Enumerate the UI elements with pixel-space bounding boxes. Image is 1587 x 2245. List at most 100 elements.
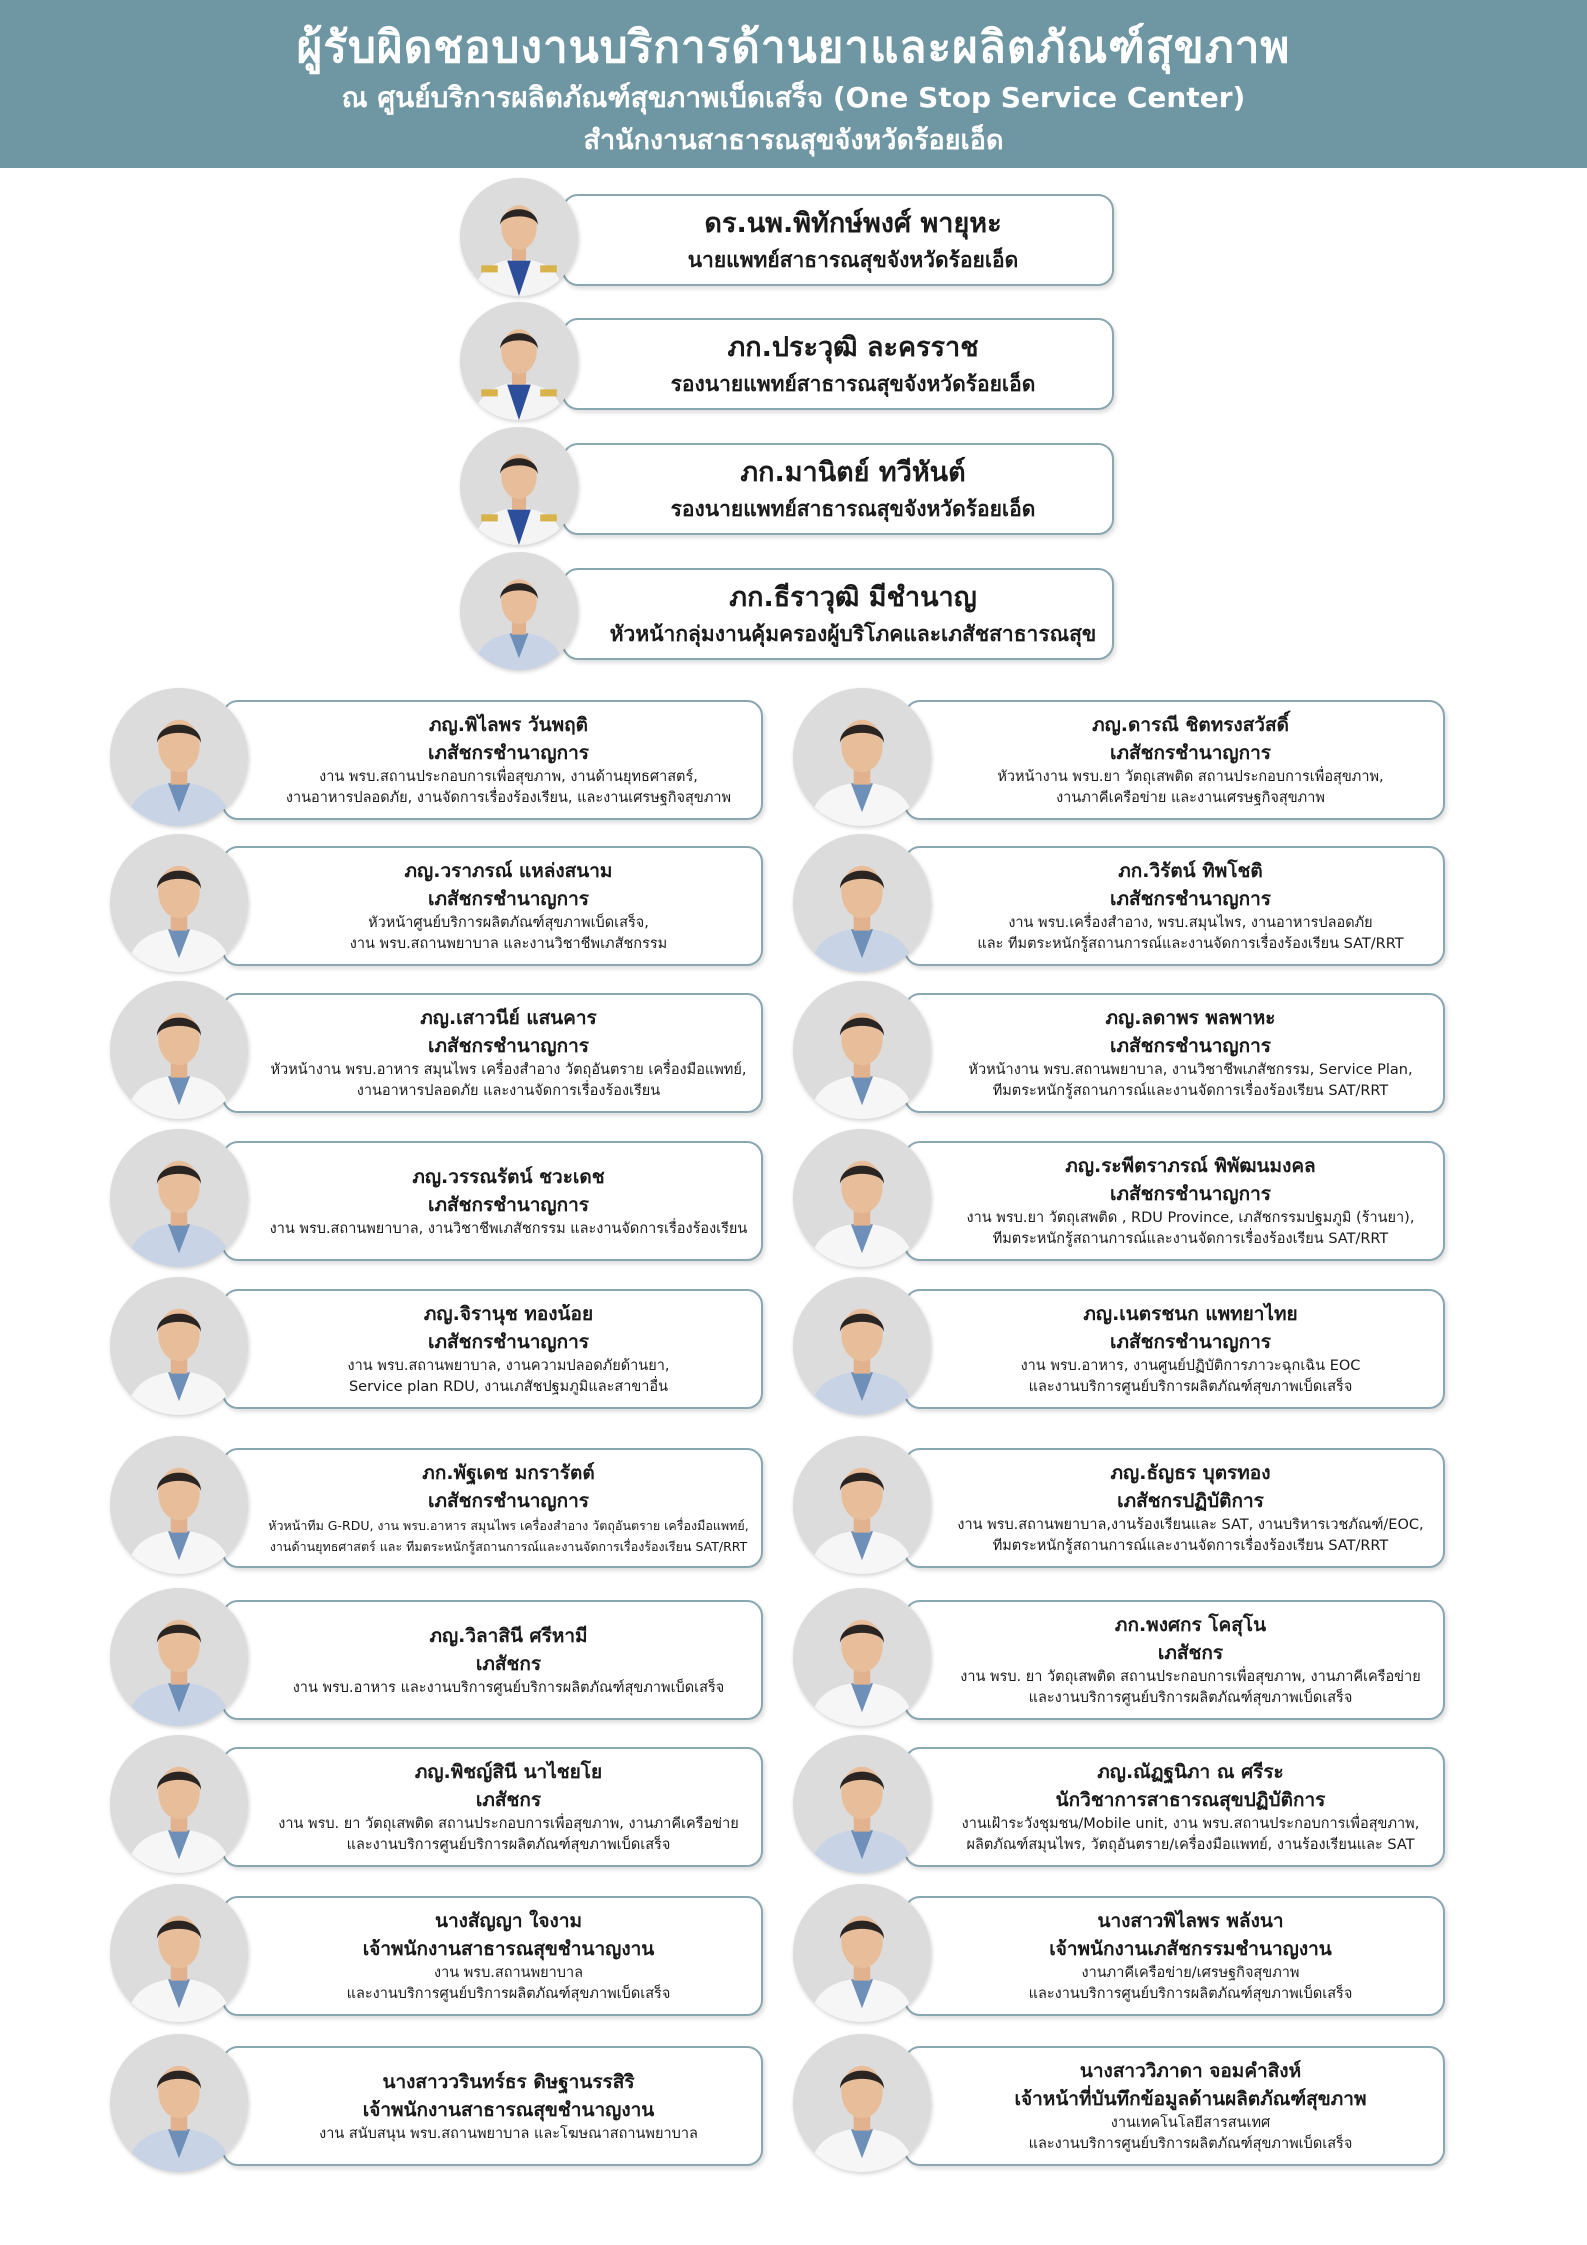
- person-position: เจ้าพนักงานเภสัชกรรมชำนาญงาน: [1049, 1938, 1332, 1960]
- person-duty-line: งาน พรบ.สถานพยาบาล: [433, 1965, 583, 1981]
- person-card: ภญ.ดารณี ชิตทรงสวัสดิ์เภสัชกรชำนาญการหัว…: [904, 700, 1445, 820]
- person-position: เภสัชกรชำนาญการ: [427, 1490, 589, 1512]
- person-name: ภญ.ธัญธร บุตรทอง: [1110, 1462, 1271, 1484]
- person-duty-line: Service plan RDU, งานเภสัชปฐมภูมิและสาขา…: [348, 1379, 669, 1395]
- person-duty-line: งาน พรบ. ยา วัตถุเสพติด สถานประกอบการเพื…: [278, 1816, 739, 1832]
- person-name: นางสาววรินทร์ธร ดิษฐานรรสิริ: [382, 2070, 635, 2093]
- person-name: ภญ.ระพีตราภรณ์ พิพัฒนมงคล: [1065, 1155, 1316, 1177]
- person-position: เภสัชกรชำนาญการ: [427, 742, 589, 764]
- person-duty-line: งาน พรบ.สถานประกอบการเพื่อสุขภาพ, งานด้า…: [319, 769, 698, 785]
- person-duty-line: หัวหน้างาน พรบ.อาหาร สมุนไพร เครื่องสำอา…: [270, 1062, 747, 1078]
- person-duty-line: หัวหน้าศูนย์บริการผลิตภัณฑ์สุขภาพเบ็ดเสร…: [368, 915, 649, 931]
- person-name: นางสาววิภาดา จอมคำสิงห์: [1079, 2060, 1302, 2082]
- person-card: ภก.ธีราวุฒิ มีชำนาญหัวหน้ากลุ่มงานคุ้มคร…: [562, 568, 1114, 660]
- person-position: นักวิชาการสาธารณสุขปฏิบัติการ: [1055, 1789, 1326, 1811]
- page-header: ผู้รับผิดชอบงานบริการด้านยาและผลิตภัณฑ์ส…: [0, 0, 1587, 168]
- person-position: เจ้าหน้าที่บันทึกข้อมูลด้านผลิตภัณฑ์สุขภ…: [1014, 2088, 1367, 2110]
- person-card: นางสาววรินทร์ธร ดิษฐานรรสิริเจ้าพนักงานส…: [222, 2046, 763, 2166]
- portrait-photo: [110, 688, 248, 826]
- person-position: เภสัชกร: [1157, 1642, 1224, 1664]
- portrait-photo: [793, 981, 931, 1119]
- person-position: เภสัชกร: [475, 1789, 542, 1811]
- portrait-photo: [793, 688, 931, 826]
- portrait-photo: [110, 834, 248, 972]
- portrait-photo: [110, 1129, 248, 1267]
- person-duty-line: และ ทีมตระหนักรู้สถานการณ์และงานจัดการเร…: [977, 936, 1404, 952]
- person-duty-line: งาน พรบ.เครื่องสำอาง, พรบ.สมุนไพร, งานอา…: [1008, 915, 1373, 931]
- person-duty-line: ทีมตระหนักรู้สถานการณ์และงานจัดการเรื่อง…: [992, 1083, 1389, 1099]
- person-duty-line: ผลิตภัณฑ์สมุนไพร, วัตถุอันตราย/เครื่องมื…: [966, 1837, 1415, 1853]
- person-duty-line: หัวหน้างาน พรบ.ยา วัตถุเสพติด สถานประกอบ…: [997, 769, 1384, 785]
- person-name: ภญ.เนตรชนก แพทยาไทย: [1083, 1303, 1298, 1325]
- person-card: ภญ.วราภรณ์ แหล่งสนามเภสัชกรชำนาญการหัวหน…: [222, 846, 763, 966]
- person-card: ภญ.วรรณรัตน์ ชวะเดชเภสัชกรชำนาญการงาน พร…: [222, 1141, 763, 1261]
- person-duty-line: งานด้านยุทธศาสตร์ และ ทีมตระหนักรู้สถานก…: [269, 1539, 748, 1554]
- person-duty-line: งานภาคีเครือข่าย และงานเศรษฐกิจสุขภาพ: [1056, 790, 1325, 806]
- portrait-photo: [110, 1884, 248, 2022]
- person-name: ดร.นพ.พิทักษ์พงศ์ พายุหะ: [704, 208, 1002, 239]
- organization-name: สำนักงานสาธารณสุขจังหวัดร้อยเอ็ด: [583, 125, 1004, 156]
- person-card: ภญ.พิชญ์สินี นาไชยโยเภสัชกรงาน พรบ. ยา ว…: [222, 1747, 763, 1867]
- person-name: ภญ.วรรณรัตน์ ชวะเดช: [412, 1165, 605, 1188]
- person-position: เภสัชกรปฏิบัติการ: [1117, 1490, 1264, 1512]
- person-name: ภญ.วราภรณ์ แหล่งสนาม: [404, 860, 613, 882]
- portrait-photo: [110, 2034, 248, 2172]
- person-duty-line: หัวหน้าทีม G-RDU, งาน พรบ.อาหาร สมุนไพร …: [268, 1518, 749, 1533]
- portrait-photo: [460, 427, 578, 545]
- person-name: ภก.มานิตย์ ทวีหันต์: [740, 457, 966, 488]
- portrait-photo: [793, 1277, 931, 1415]
- person-card: ภก.ประวุฒิ ละครราชรองนายแพทย์สาธารณสุขจั…: [562, 318, 1114, 410]
- portrait-photo: [793, 1735, 931, 1873]
- person-card: ภญ.พิไลพร วันพฤติเภสัชกรชำนาญการงาน พรบ.…: [222, 700, 763, 820]
- person-position: เภสัชกรชำนาญการ: [1109, 1183, 1271, 1205]
- person-position: เภสัชกรชำนาญการ: [427, 888, 589, 910]
- person-name: ภญ.จิรานุช ทองน้อย: [423, 1303, 594, 1325]
- person-duty-line: งาน สนับสนุน พรบ.สถานพยาบาล และโฆษณาสถาน…: [319, 2125, 698, 2142]
- person-position: เภสัชกรชำนาญการ: [427, 1035, 589, 1057]
- person-card: นางสาววิภาดา จอมคำสิงห์เจ้าหน้าที่บันทึก…: [904, 2046, 1445, 2166]
- person-card: นางสัญญา ใจงามเจ้าพนักงานสาธารณสุขชำนาญง…: [222, 1896, 763, 2016]
- person-duty-line: และงานบริการศูนย์บริการผลิตภัณฑ์สุขภาพเบ…: [1028, 2136, 1353, 2152]
- person-card: ภญ.ธัญธร บุตรทองเภสัชกรปฏิบัติการงาน พรบ…: [904, 1448, 1445, 1568]
- person-name: ภก.ธีราวุฒิ มีชำนาญ: [729, 582, 977, 613]
- portrait-photo: [793, 2034, 931, 2172]
- person-duty-line: ทีมตระหนักรู้สถานการณ์และงานจัดการเรื่อง…: [992, 1231, 1389, 1247]
- person-position: เภสัชกรชำนาญการ: [1109, 888, 1271, 910]
- page-subtitle: ณ ศูนย์บริการผลิตภัณฑ์สุขภาพเบ็ดเสร็จ (O…: [341, 81, 1246, 114]
- person-duty-line: งาน พรบ.สถานพยาบาล, งานวิชาชีพเภสัชกรรม …: [269, 1220, 748, 1237]
- person-name: นางสาวพิไลพร พลังนา: [1097, 1910, 1284, 1932]
- person-name: ภญ.พิชญ์สินี นาไชยโย: [414, 1761, 603, 1783]
- person-duty-line: งานเทคโนโลยีสารสนเทศ: [1110, 2115, 1271, 2131]
- person-card: ภก.พัฐเดช มกรารัตต์เภสัชกรชำนาญการหัวหน้…: [222, 1448, 763, 1568]
- portrait-photo: [110, 1277, 248, 1415]
- portrait-photo: [460, 178, 578, 296]
- portrait-photo: [793, 1436, 931, 1574]
- person-duty-line: และงานบริการศูนย์บริการผลิตภัณฑ์สุขภาพเบ…: [346, 1986, 671, 2002]
- portrait-photo: [110, 1436, 248, 1574]
- person-duty-line: งาน พรบ.สถานพยาบาล, งานความปลอดภัยด้านยา…: [347, 1358, 670, 1374]
- person-duty-line: และงานบริการศูนย์บริการผลิตภัณฑ์สุขภาพเบ…: [1028, 1690, 1353, 1706]
- person-card: ภก.พงศกร โคสุโนเภสัชกรงาน พรบ. ยา วัตถุเ…: [904, 1600, 1445, 1720]
- person-duty-line: และงานบริการศูนย์บริการผลิตภัณฑ์สุขภาพเบ…: [346, 1837, 671, 1853]
- person-position: เภสัชกรชำนาญการ: [427, 1193, 589, 1216]
- person-duty-line: งาน พรบ. ยา วัตถุเสพติด สถานประกอบการเพื…: [960, 1669, 1421, 1685]
- person-name: ภญ.ลดาพร พลพาหะ: [1105, 1007, 1276, 1029]
- person-duty-line: ทีมตระหนักรู้สถานการณ์และงานจัดการเรื่อง…: [992, 1538, 1389, 1554]
- person-card: ภญ.ระพีตราภรณ์ พิพัฒนมงคลเภสัชกรชำนาญการ…: [904, 1141, 1445, 1261]
- person-position: เจ้าพนักงานสาธารณสุขชำนาญงาน: [362, 2098, 655, 2121]
- person-duty-line: งาน พรบ.สถานพยาบาล,งานร้องเรียนและ SAT, …: [957, 1517, 1424, 1533]
- person-position: รองนายแพทย์สาธารณสุขจังหวัดร้อยเอ็ด: [670, 372, 1036, 396]
- person-duty-line: และงานบริการศูนย์บริการผลิตภัณฑ์สุขภาพเบ…: [1028, 1379, 1353, 1395]
- person-card: ดร.นพ.พิทักษ์พงศ์ พายุหะนายแพทย์สาธารณสุ…: [562, 194, 1114, 286]
- person-name: ภก.วิรัตน์ ทิพโชติ: [1118, 860, 1263, 882]
- person-card: ภก.วิรัตน์ ทิพโชติเภสัชกรชำนาญการงาน พรบ…: [904, 846, 1445, 966]
- person-duty-line: และงานบริการศูนย์บริการผลิตภัณฑ์สุขภาพเบ…: [1028, 1986, 1353, 2002]
- person-card: ภญ.ณัฏฐนิภา ณ ศรีระนักวิชาการสาธารณสุขปฏ…: [904, 1747, 1445, 1867]
- portrait-photo: [460, 552, 578, 670]
- person-position: นายแพทย์สาธารณสุขจังหวัดร้อยเอ็ด: [687, 248, 1019, 272]
- person-card: ภญ.เนตรชนก แพทยาไทยเภสัชกรชำนาญการงาน พร…: [904, 1289, 1445, 1409]
- person-card: นางสาวพิไลพร พลังนาเจ้าพนักงานเภสัชกรรมช…: [904, 1896, 1445, 2016]
- person-duty-line: งาน พรบ.ยา วัตถุเสพติด , RDU Province, เ…: [966, 1210, 1415, 1226]
- portrait-photo: [110, 1735, 248, 1873]
- person-position: เภสัชกร: [475, 1652, 542, 1675]
